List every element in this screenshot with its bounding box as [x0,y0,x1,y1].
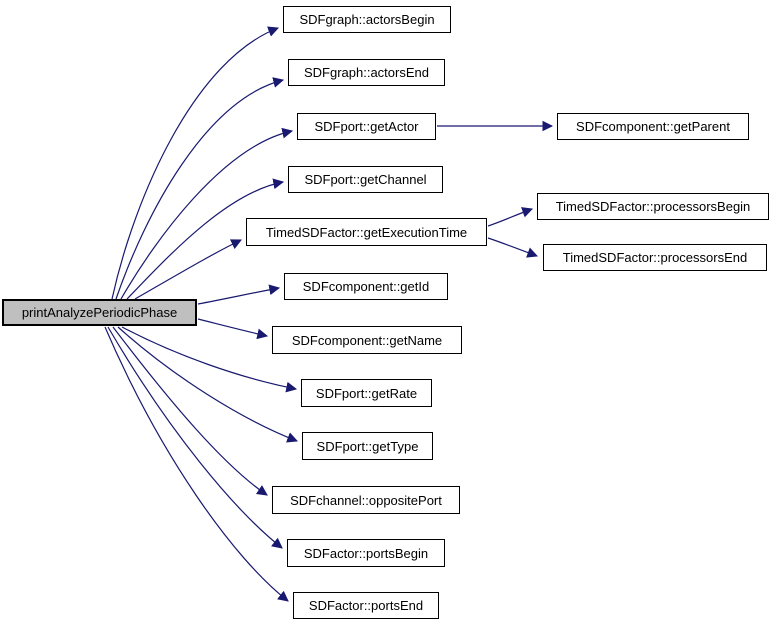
node-sdfport-get-rate[interactable]: SDFport::getRate [301,379,432,407]
node-timedsdfactor-processors-end[interactable]: TimedSDFactor::processorsEnd [543,244,767,271]
node-sdfcomponent-get-id[interactable]: SDFcomponent::getId [284,273,448,300]
edge-root-to-get-execution-time [134,239,242,300]
node-sdfchannel-opposite-port[interactable]: SDFchannel::oppositePort [272,486,460,514]
node-sdfactor-ports-begin[interactable]: SDFactor::portsBegin [287,539,445,567]
edge-root-to-actors-end [115,77,285,300]
node-sdfcomponent-get-parent[interactable]: SDFcomponent::getParent [557,113,749,140]
edge-root-to-get-rate [121,326,298,393]
node-sdfport-get-actor[interactable]: SDFport::getActor [297,113,436,140]
edge-root-to-opposite-port [112,326,268,496]
node-sdfport-get-type[interactable]: SDFport::getType [302,432,433,460]
node-sdfgraph-actors-end[interactable]: SDFgraph::actorsEnd [288,59,445,86]
edge-root-to-get-actor [120,127,294,300]
edge-root-to-actors-begin [111,26,280,300]
node-sdfcomponent-get-name[interactable]: SDFcomponent::getName [272,326,462,354]
node-sdfport-get-channel[interactable]: SDFport::getChannel [288,166,443,193]
edge-root-to-ports-end [104,326,289,602]
edge-get-execution-time-to-processors-end [487,237,539,258]
node-timedsdfactor-processors-begin[interactable]: TimedSDFactor::processorsBegin [537,193,769,220]
edge-root-to-get-id [197,284,281,305]
edge-get-execution-time-to-processors-begin [487,207,534,227]
node-timedsdfactor-get-execution-time[interactable]: TimedSDFactor::getExecutionTime [246,218,487,246]
node-sdfgraph-actors-begin[interactable]: SDFgraph::actorsBegin [283,6,451,33]
edge-root-to-ports-begin [107,326,283,549]
node-print-analyze-periodic-phase: printAnalyzePeriodicPhase [2,299,197,326]
edge-root-to-get-name [197,318,269,340]
node-sdfactor-ports-end[interactable]: SDFactor::portsEnd [293,592,439,619]
edge-root-to-get-type [117,326,299,443]
